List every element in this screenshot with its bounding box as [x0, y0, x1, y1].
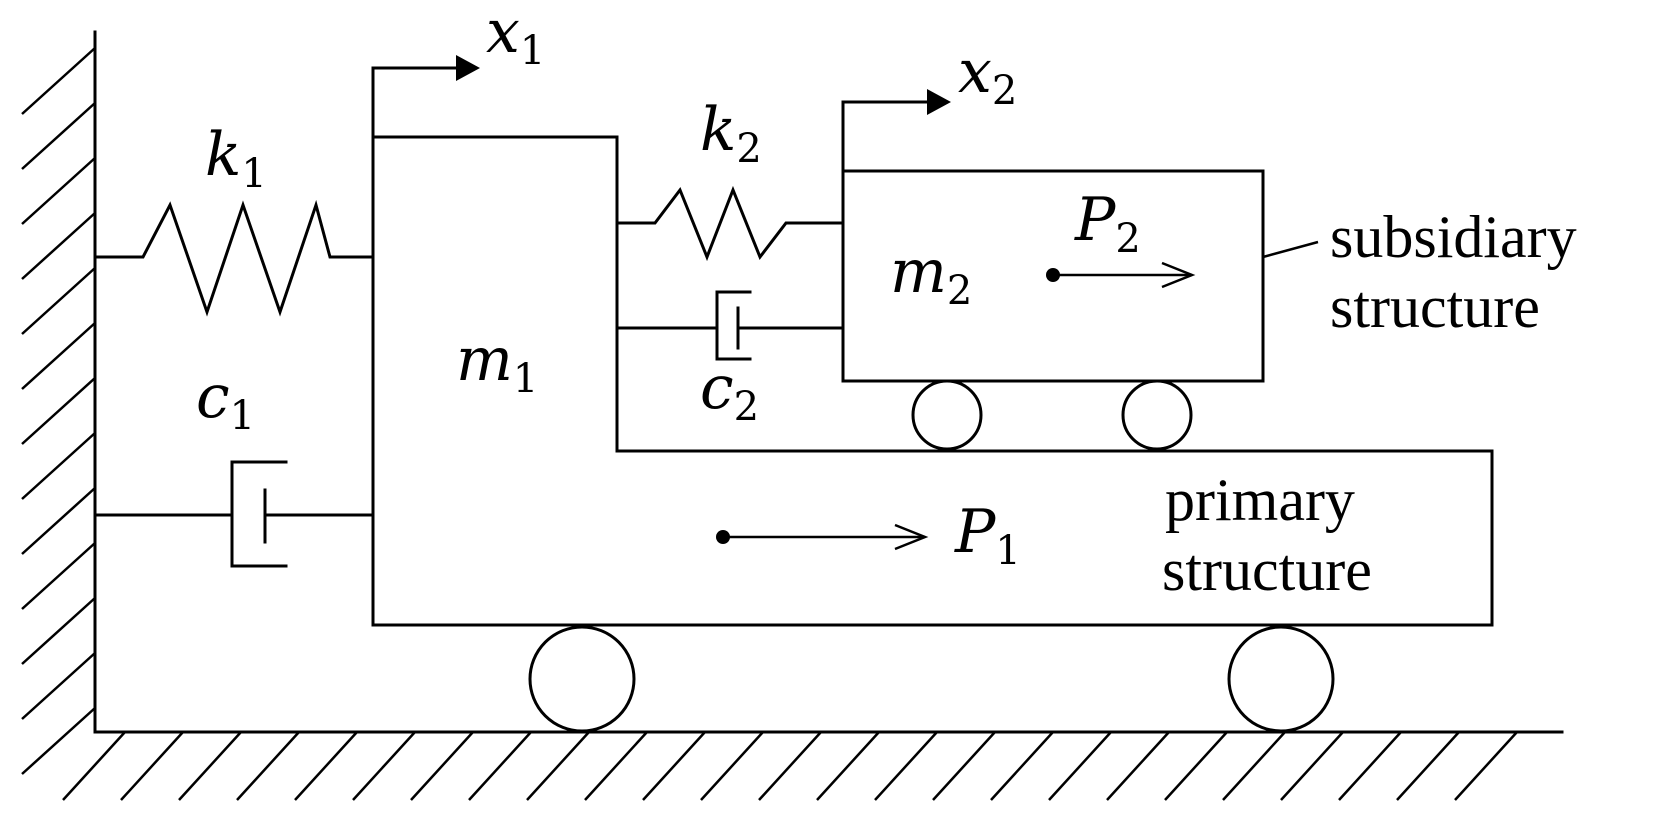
- subsidiary-structure-label: subsidiary structure: [1330, 204, 1592, 340]
- ground-hatch-mark: [236, 731, 300, 801]
- wall-hatch-mark: [21, 377, 96, 445]
- ground-hatch-mark: [700, 731, 764, 801]
- wall-hatch-mark: [21, 102, 96, 170]
- ground-hatch-mark: [62, 731, 126, 801]
- wall-hatch-mark: [21, 542, 96, 610]
- ground-hatch-mark: [642, 731, 706, 801]
- subsidiary-label-leader: [1262, 240, 1319, 259]
- displacement-arrow-x2: [841, 89, 951, 173]
- label-m2: m2: [890, 237, 972, 314]
- ground-hatch-mark: [932, 731, 996, 801]
- ground-hatch-mark: [1164, 731, 1228, 801]
- primary-wheel-right: [1227, 625, 1335, 733]
- ground-hatch-mark: [1222, 731, 1286, 801]
- force-arrow-p1: [716, 523, 929, 551]
- wall-hatch-mark: [21, 157, 96, 225]
- damper-c2: [615, 290, 845, 361]
- label-p1: P1: [954, 497, 1021, 574]
- label-p2: P2: [1074, 185, 1141, 262]
- ground-hatch-mark: [1454, 731, 1518, 801]
- ground-hatch-mark: [1338, 731, 1402, 801]
- ground-hatch-mark: [178, 731, 242, 801]
- ground-hatching: [62, 731, 1518, 801]
- ground-hatch-mark: [526, 731, 590, 801]
- ground-hatch-mark: [990, 731, 1054, 801]
- label-x2: x2: [958, 37, 1017, 114]
- ground-hatch-mark: [1106, 731, 1170, 801]
- subsidiary-structure-body: [841, 169, 1265, 383]
- wall-hatch-mark: [21, 707, 96, 775]
- wall-hatch-mark: [21, 267, 96, 335]
- ground-hatch-mark: [468, 731, 532, 801]
- ground-hatch-mark: [1280, 731, 1344, 801]
- wall-hatching: [21, 47, 96, 775]
- damper-c1: [93, 460, 375, 568]
- label-k1: k1: [205, 120, 267, 197]
- primary-structure-label: primary structure: [1162, 467, 1372, 603]
- wall-hatch-mark: [21, 597, 96, 665]
- ground-hatch-mark: [410, 731, 474, 801]
- primary-wheel-left: [528, 625, 636, 733]
- label-c2: c2: [700, 353, 759, 430]
- wall-hatch-mark: [21, 487, 96, 555]
- ground-hatch-mark: [758, 731, 822, 801]
- ground-hatch-mark: [584, 731, 648, 801]
- spring-k1: [93, 199, 375, 317]
- subsidiary-wheel-left: [911, 379, 983, 451]
- wall-hatch-mark: [21, 652, 96, 720]
- label-c1: c1: [196, 362, 255, 439]
- label-m1: m1: [456, 325, 538, 402]
- ground-hatch-mark: [874, 731, 938, 801]
- label-x1: x1: [486, 0, 545, 74]
- ground-hatch-mark: [816, 731, 880, 801]
- wall-hatch-mark: [21, 432, 96, 500]
- force-arrow-p2: [1046, 261, 1196, 289]
- ground-hatch-mark: [120, 731, 184, 801]
- ground-hatch-mark: [1396, 731, 1460, 801]
- wall-hatch-mark: [21, 212, 96, 280]
- spring-k2: [615, 185, 845, 262]
- ground-hatch-mark: [1048, 731, 1112, 801]
- label-k2: k2: [700, 95, 762, 172]
- wall-hatch-mark: [21, 47, 96, 115]
- subsidiary-wheel-right: [1121, 379, 1193, 451]
- wall-hatch-mark: [21, 322, 96, 390]
- primary-structure-body: [371, 135, 1494, 627]
- ground-hatch-mark: [294, 731, 358, 801]
- ground-hatch-mark: [352, 731, 416, 801]
- displacement-arrow-x1: [371, 55, 480, 139]
